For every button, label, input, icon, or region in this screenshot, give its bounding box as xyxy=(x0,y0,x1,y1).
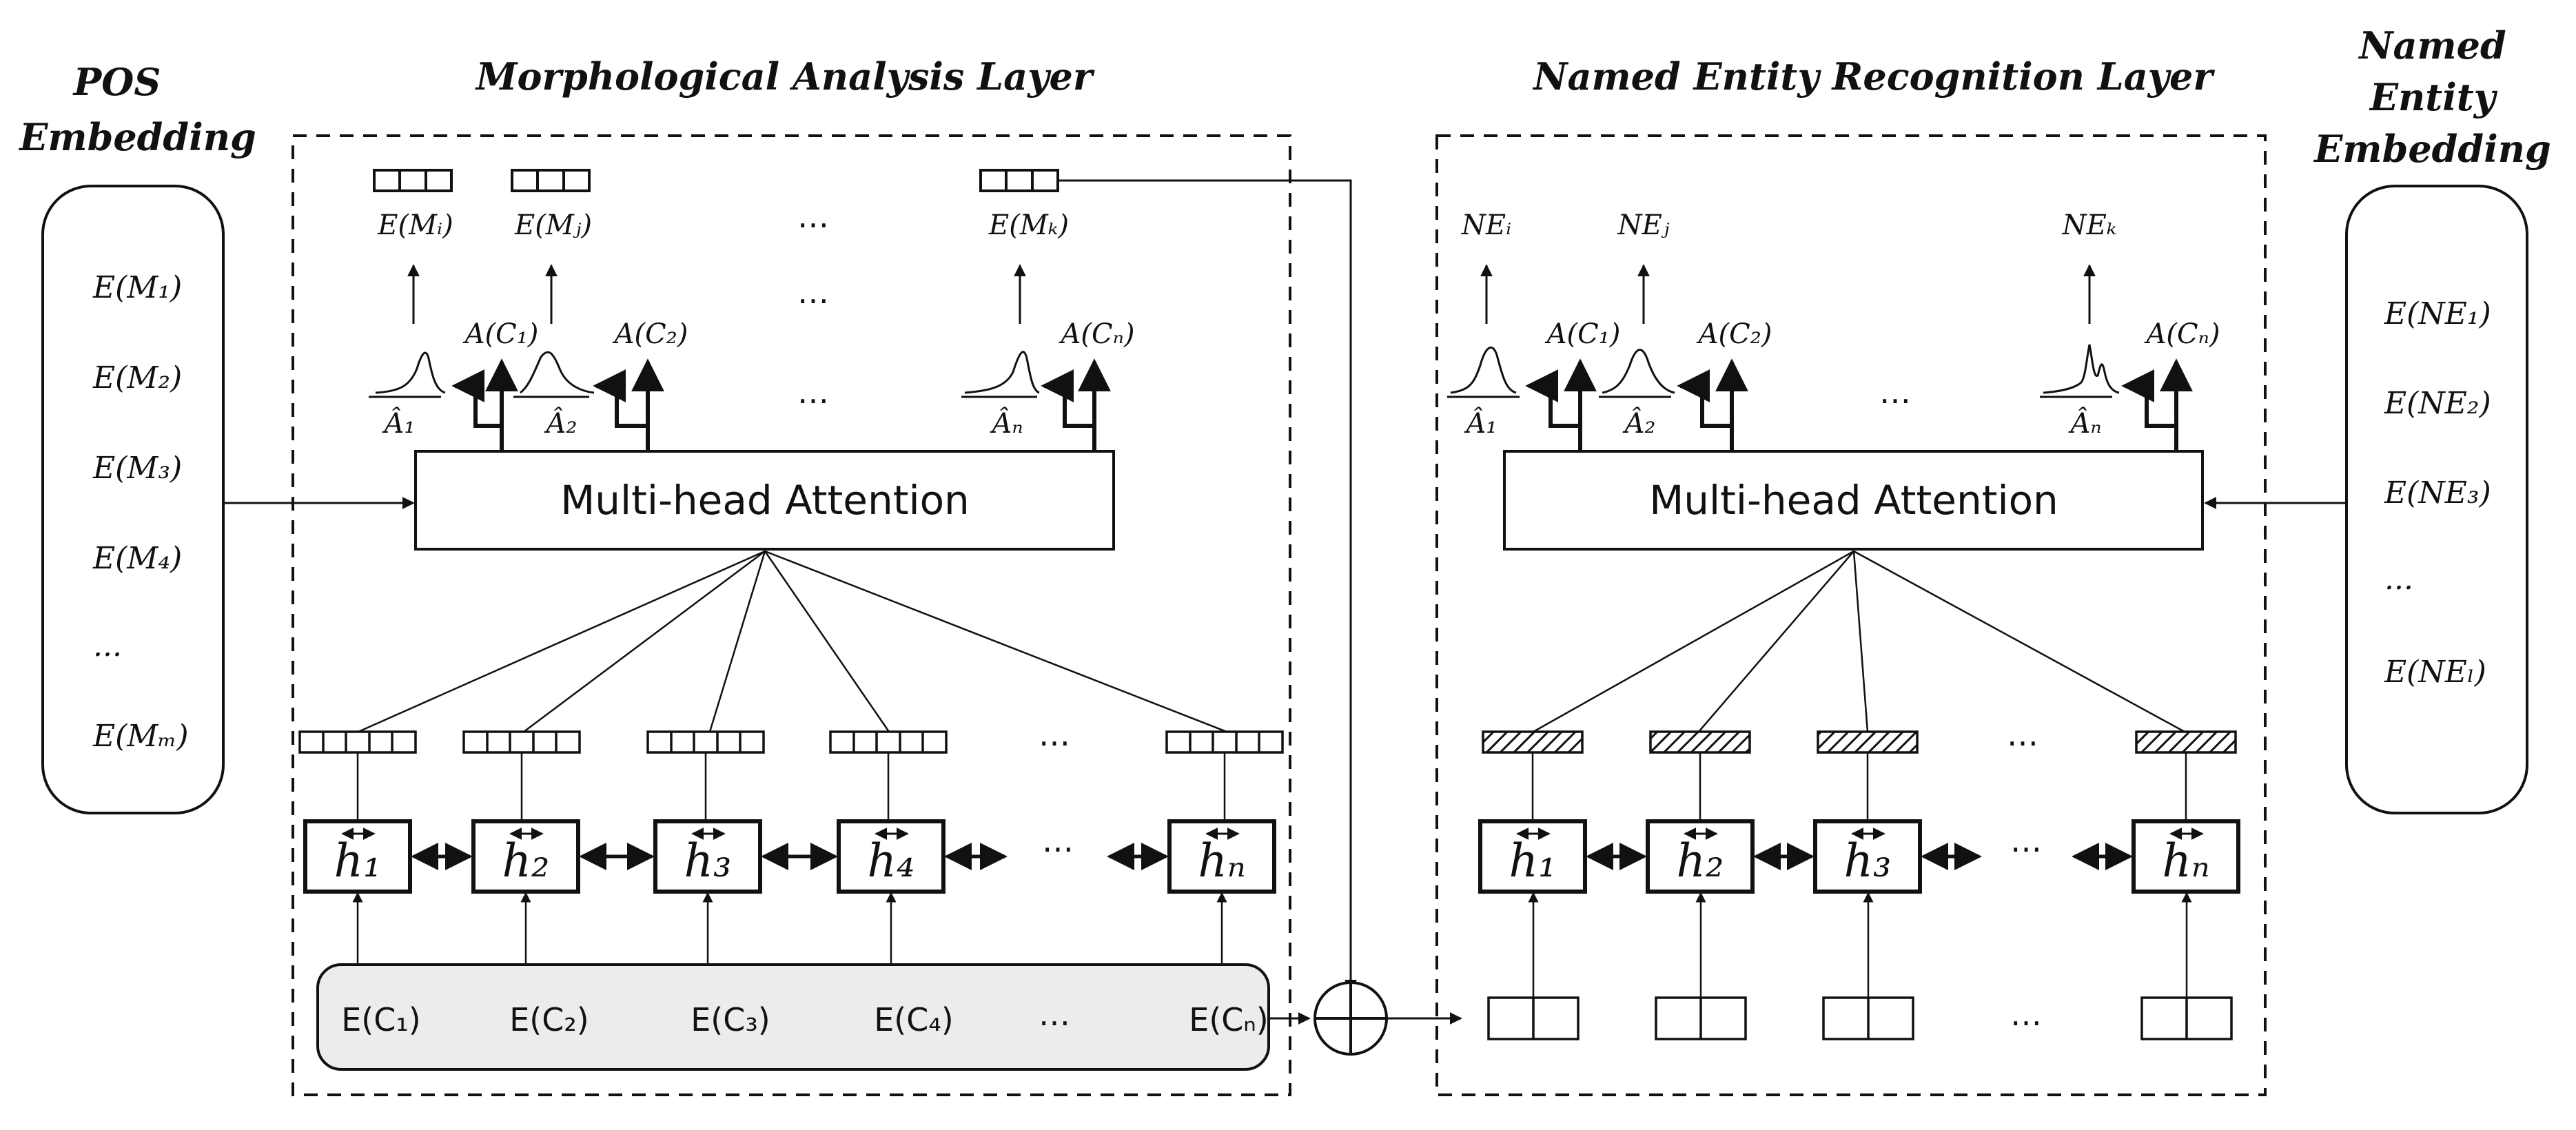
morph-attention-fan xyxy=(358,550,1227,733)
ner-attn-label-1: A(C₁) xyxy=(1544,318,1621,350)
ner-attention-box xyxy=(1503,450,2204,551)
morph-attention-box xyxy=(414,450,1115,551)
morph-output-ellipsis: … xyxy=(797,198,829,235)
morph-input-label-1: E(C₁) xyxy=(341,1001,421,1038)
ner-head-n xyxy=(2040,344,2193,451)
morph-attn-label-2: A(C₂) xyxy=(612,318,688,350)
ner-ahat-1: Â₁ xyxy=(1464,407,1497,440)
morph-hidden-to-vector-links xyxy=(356,752,1226,821)
morph-hidden-label-2: h₂ xyxy=(502,834,550,887)
plus-node xyxy=(1313,981,1388,1056)
ner-layer-title: Named Entity Recognition Layer xyxy=(1532,54,2215,99)
ner-attention-fan xyxy=(1533,550,2185,733)
morph-hidden-label-n: hₙ xyxy=(1198,834,1245,887)
ner-hidden-ellipsis: … xyxy=(2010,822,2042,859)
morph-ahat-n: Âₙ xyxy=(989,407,1023,440)
ner-head-2 xyxy=(1599,349,1748,451)
pos-item-5: ... xyxy=(93,628,122,664)
morph-attention-label: Multi-head Attention xyxy=(560,477,970,524)
morph-attn-label-n: A(Cₙ) xyxy=(1059,318,1135,350)
ne-embedding-box xyxy=(2345,185,2528,814)
ner-hidden-label-2: h₂ xyxy=(1677,834,1724,887)
ner-head-1 xyxy=(1447,346,1597,451)
pos-embedding-box xyxy=(41,185,225,814)
morph-ahat-1: Â₁ xyxy=(382,407,416,440)
ner-hidden-label-1: h₁ xyxy=(1509,834,1557,887)
ner-output-label-k: NEₖ xyxy=(2062,209,2117,241)
ne-item-3: E(NE₃) xyxy=(2384,475,2491,511)
morph-output-box-i xyxy=(373,169,453,192)
ne-item-1: E(NE₁) xyxy=(2384,296,2491,331)
morph-output-box-j xyxy=(511,169,591,192)
ner-input-boxes xyxy=(1487,996,2233,1040)
morph-hidden-label-1: h₁ xyxy=(334,834,382,887)
pos-item-2: E(M₂) xyxy=(92,360,182,395)
morph-input-label-2: E(C₂) xyxy=(509,1001,589,1038)
morph-input-to-hidden-links xyxy=(352,892,1227,965)
ner-ahat-2: Â₂ xyxy=(1622,407,1656,440)
morph-input-label-4: E(C₄) xyxy=(874,1001,954,1038)
ner-output-label-j: NEⱼ xyxy=(1617,209,1670,241)
morph-input-label-3: E(C₃) xyxy=(691,1001,770,1038)
ne-item-5: E(NEₗ) xyxy=(2384,655,2486,690)
ner-hidden-vectors xyxy=(1482,730,2237,754)
ner-attention-label: Multi-head Attention xyxy=(1649,477,2058,524)
morph-ahat-2: Â₂ xyxy=(544,407,577,440)
morph-hidden-label-4: h₄ xyxy=(868,834,915,887)
pos-item-6: E(Mₘ) xyxy=(92,719,189,754)
morph-output-label-i: E(Mᵢ) xyxy=(377,209,453,241)
ner-ahat-n: Âₙ xyxy=(2067,407,2101,440)
morph-layer-title: Morphological Analysis Layer xyxy=(475,54,1095,99)
ne-embedding-title-line3: Embedding xyxy=(2313,127,2551,171)
morph-head-2 xyxy=(513,351,664,451)
ne-embedding-title-line1: Named xyxy=(2358,23,2506,68)
morph-hidden-vectors xyxy=(298,730,1284,754)
morph-hidden-label-3: h₃ xyxy=(684,834,732,887)
morph-hidden-labels: h₁ h₂ h₃ h₄ hₙ xyxy=(334,834,1246,887)
ner-layer-frame xyxy=(1435,134,2267,1096)
pos-item-4: E(M₄) xyxy=(92,541,182,576)
morph-middle-ellipsis: … xyxy=(797,274,829,311)
morph-hidden-ellipsis: … xyxy=(1042,822,1074,859)
pos-item-3: E(M₃) xyxy=(92,451,182,486)
morph-input-container xyxy=(316,963,1270,1071)
ner-input-to-hidden-links xyxy=(1528,892,2192,998)
ner-hidden-to-vector-links xyxy=(1531,752,2187,821)
ne-item-2: E(NE₂) xyxy=(2384,386,2491,421)
ner-hidden-cells xyxy=(1478,819,2240,894)
morph-input-ellipsis: … xyxy=(1039,996,1070,1033)
ner-hidden-labels: h₁ h₂ h₃ hₙ xyxy=(1509,834,2210,887)
ner-attn-label-2: A(C₂) xyxy=(1696,318,1772,350)
pos-embedding-title-line2: Embedding xyxy=(18,115,256,159)
ner-ahat-ellipsis: … xyxy=(1879,373,1911,411)
ner-vector-ellipsis: … xyxy=(2007,716,2038,753)
morph-input-label-n: E(Cₙ) xyxy=(1189,1001,1268,1038)
pos-embedding-title-line1: POS xyxy=(72,60,161,104)
morph-vector-ellipsis: … xyxy=(1039,716,1070,753)
morph-output-label-j: E(Mⱼ) xyxy=(514,209,592,241)
morph-layer-frame xyxy=(292,134,1291,1096)
morph-output-box-k xyxy=(979,169,1059,192)
ner-hidden-label-3: h₃ xyxy=(1844,834,1892,887)
morph-head-1 xyxy=(369,351,518,451)
morph-ahat-ellipsis: … xyxy=(797,373,829,411)
ner-output-label-i: NEᵢ xyxy=(1461,209,1511,241)
ne-item-4: ... xyxy=(2384,562,2413,597)
ner-input-ellipsis: … xyxy=(2010,996,2042,1033)
morph-head-n xyxy=(961,351,1111,451)
pos-item-1: E(M₁) xyxy=(92,270,182,305)
morph-attn-label-1: A(C₁) xyxy=(462,318,539,350)
ner-hidden-label-n: hₙ xyxy=(2162,834,2209,887)
morph-to-plus-arrow xyxy=(1058,179,1357,992)
morph-output-label-k: E(Mₖ) xyxy=(988,209,1069,241)
ner-attn-label-n: A(Cₙ) xyxy=(2144,318,2220,350)
ne-embedding-title-line2: Entity xyxy=(2369,75,2498,119)
